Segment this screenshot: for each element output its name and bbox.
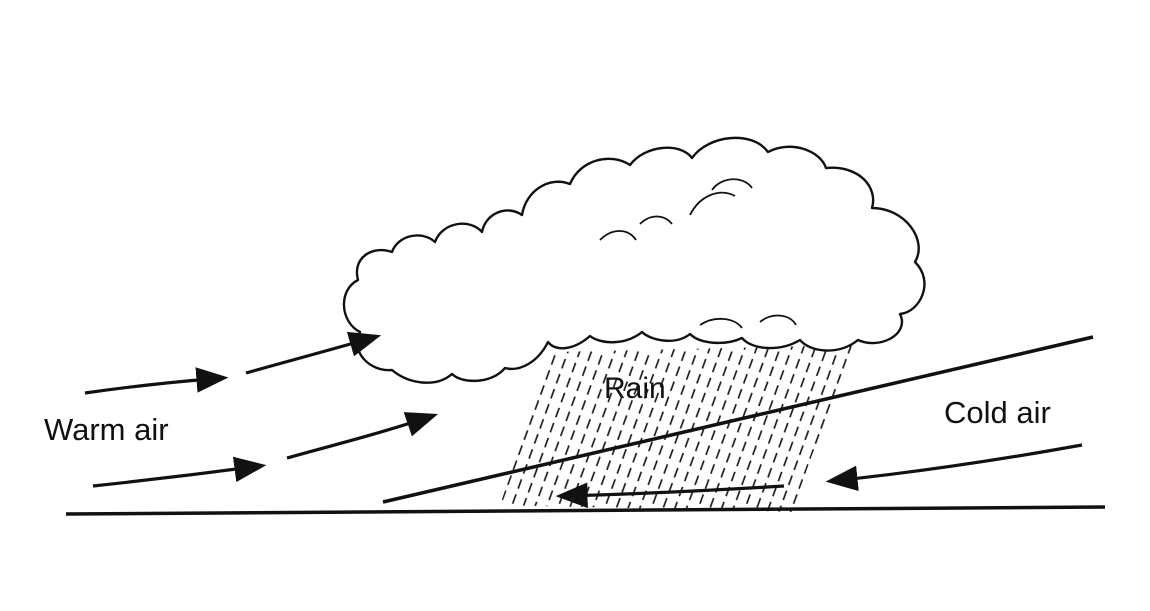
rain-area <box>480 330 880 530</box>
warm-arrow-4 <box>287 416 432 458</box>
rain-label: Rain <box>604 374 666 404</box>
warm-arrow-1 <box>85 378 222 393</box>
warm-arrow-3 <box>93 466 260 486</box>
warm-air-label: Warm air <box>44 414 169 445</box>
ground-line <box>66 507 1105 514</box>
cold-arrow-1 <box>832 445 1082 481</box>
warm-arrow-2 <box>246 337 375 373</box>
cold-air-label: Cold air <box>944 397 1051 428</box>
cloud <box>344 138 924 383</box>
